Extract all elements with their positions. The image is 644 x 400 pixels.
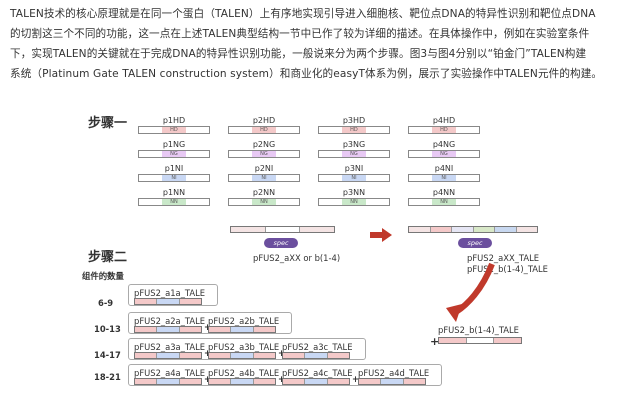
module-label: p3HD (342, 116, 366, 125)
spec-marker: spec (264, 238, 298, 248)
paragraph-line-1: TALEN技术的核心原理就是在同一个蛋白（TALEN）上有序地实现引导进入细胞核… (10, 8, 596, 20)
paragraph-line-2: 的切割这三个不同的功能，这一点在上述TALEN典型结构一节中已作了较为详细的描述… (10, 28, 590, 40)
step2-plasmid-label: pFUS2_a3a_TALE (134, 342, 206, 352)
count-header: 组件的数量 (82, 271, 124, 281)
step2-row-bracket (128, 284, 218, 306)
step2-plasmid-label: pFUS2_a4b_TALE (208, 368, 280, 378)
vector-right-bar (408, 226, 538, 233)
plus-sign: + (352, 374, 360, 384)
module-label: p3NN (342, 188, 366, 197)
module-bar: NG (228, 150, 300, 158)
step2-plasmid-bar (134, 352, 202, 359)
module-bar: HD (228, 126, 300, 134)
paragraph-line-3: 下，实现TALEN的关键就在于完成DNA的特异性识别功能，一般说来分为两个步骤。… (10, 48, 587, 60)
module-label: p4NI (434, 164, 454, 173)
module-label: p2NG (252, 140, 276, 149)
step2-plasmid-bar (134, 298, 202, 305)
count-label: 18-21 (94, 372, 121, 382)
right-arrow-icon (370, 228, 392, 242)
count-label: 10-13 (94, 324, 121, 334)
module-label: p3NI (344, 164, 364, 173)
step2-plasmid-label: pFUS2_a2a_TALE (134, 316, 206, 326)
count-label: 14-17 (94, 350, 121, 360)
module-label: p2NN (252, 188, 276, 197)
step2-row-bracket (128, 364, 442, 386)
step2-plasmid-bar (208, 326, 276, 333)
count-label: 6-9 (98, 298, 114, 308)
step2-plasmid-bar (282, 352, 350, 359)
step2-plasmid-bar (358, 378, 426, 385)
module-bar: HD (138, 126, 210, 134)
paragraph-line-4: 系统（Platinum Gate TALEN construction syst… (10, 68, 603, 80)
module-bar: NI (408, 174, 480, 182)
module-bar: NI (318, 174, 390, 182)
module-label: p4HD (432, 116, 456, 125)
module-bar: NG (408, 150, 480, 158)
step2-plasmid-bar (134, 326, 202, 333)
step2-plasmid-label: pFUS2_a4c_TALE (282, 368, 353, 378)
step2-plasmid-bar (208, 378, 276, 385)
step2-plasmid-bar (208, 352, 276, 359)
module-label: p2NI (254, 164, 274, 173)
plus-sign: + (204, 348, 212, 358)
plus-sign: + (204, 322, 212, 332)
module-bar: NN (318, 198, 390, 206)
module-bar: NN (408, 198, 480, 206)
step2-title: 步骤二 (88, 250, 128, 265)
step2-plasmid-label: pFUS2_a4d_TALE (358, 368, 430, 378)
module-label: p3NG (342, 140, 366, 149)
module-bar: NG (138, 150, 210, 158)
step2-row-bracket (128, 338, 366, 360)
module-label: p2HD (252, 116, 276, 125)
right-plus-label: pFUS2_b(1-4)_TALE (438, 325, 519, 335)
vector-left-label: pFUS2_aXX or b(1-4) (253, 253, 341, 263)
module-bar: NN (228, 198, 300, 206)
module-label: p1NG (162, 140, 186, 149)
module-label: p4NN (432, 188, 456, 197)
module-label: p1NN (162, 188, 186, 197)
curved-arrow-icon (446, 262, 495, 322)
module-bar: NG (318, 150, 390, 158)
vector-right-label-1: pFUS2_aXX_TALE (467, 253, 540, 263)
plus-sign: + (278, 348, 286, 358)
module-bar: NI (228, 174, 300, 182)
step2-plasmid-label: pFUS2_a3b_TALE (208, 342, 280, 352)
step2-plasmid-bar (134, 378, 202, 385)
right-plus-bar (438, 337, 522, 344)
module-bar: NN (138, 198, 210, 206)
intro-paragraph: TALEN技术的核心原理就是在同一个蛋白（TALEN）上有序地实现引导进入细胞核… (10, 4, 638, 84)
plus-sign: + (204, 374, 212, 384)
step2-plasmid-label: pFUS2_a1a_TALE (134, 288, 206, 298)
module-label: p4NG (432, 140, 456, 149)
module-bar: HD (408, 126, 480, 134)
plus-sign: + (430, 335, 440, 348)
talen-figure: 步骤一 步骤二 组件的数量 6-9 10-13 14-17 18-21 spec… (72, 110, 592, 398)
module-bar: HD (318, 126, 390, 134)
plus-sign: + (278, 374, 286, 384)
step2-row-bracket (128, 312, 292, 334)
step2-plasmid-label: pFUS2_a3c_TALE (282, 342, 353, 352)
step2-plasmid-bar (282, 378, 350, 385)
vector-left-bar (230, 226, 335, 233)
step2-plasmid-label: pFUS2_a4a_TALE (134, 368, 206, 378)
module-label: p1HD (162, 116, 186, 125)
step2-plasmid-label: pFUS2_a2b_TALE (208, 316, 280, 326)
step1-title: 步骤一 (88, 116, 128, 131)
module-label: p1NI (164, 164, 184, 173)
vector-right-label-2: pFUS2_b(1-4)_TALE (467, 264, 548, 274)
spec-marker: spec (458, 238, 492, 248)
module-bar: NI (138, 174, 210, 182)
